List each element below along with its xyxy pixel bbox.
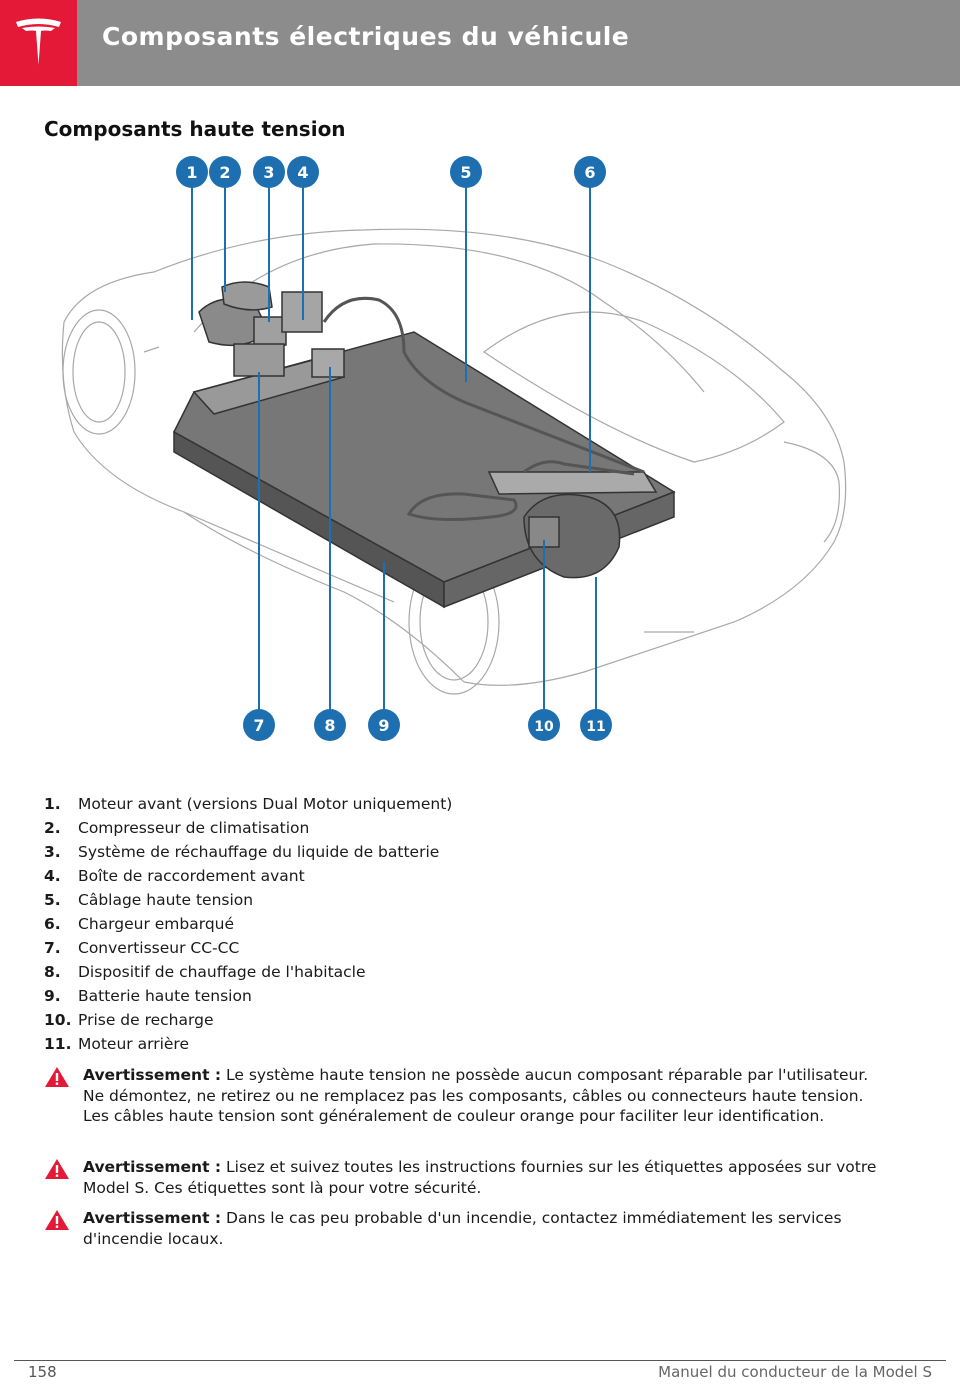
legend-item: 2. Compresseur de climatisation: [44, 818, 904, 842]
legend-item: 1. Moteur avant (versions Dual Motor uniq…: [44, 794, 904, 818]
legend-text: Chargeur embarqué: [78, 915, 235, 933]
high-voltage-components-diagram: 1 2 3 4 5 6 7 8: [61, 156, 847, 741]
section-title: Composants haute tension: [44, 117, 346, 141]
components: [173, 281, 676, 609]
warning-block: Avertissement : Le système haute tension…: [44, 1065, 884, 1127]
svg-text:11: 11: [586, 719, 605, 735]
legend-item: 7. Convertisseur CC-CC: [44, 938, 904, 962]
legend-item: 4. Boîte de raccordement avant: [44, 866, 904, 890]
svg-text:9: 9: [378, 716, 389, 735]
svg-text:7: 7: [253, 716, 264, 735]
legend-text: Dispositif de chauffage de l'habitacle: [78, 963, 366, 981]
legend-item: 5. Câblage haute tension: [44, 890, 904, 914]
legend-text: Moteur arrière: [78, 1035, 189, 1053]
footer-divider: [14, 1360, 946, 1361]
legend-text: Câblage haute tension: [78, 891, 254, 909]
svg-text:2: 2: [219, 163, 230, 182]
legend-number: 2.: [44, 819, 61, 837]
legend-number: 1.: [44, 795, 61, 813]
legend-item: 9. Batterie haute tension: [44, 986, 904, 1010]
legend-text: Batterie haute tension: [78, 987, 252, 1005]
callout-6: 6: [574, 156, 606, 188]
callout-11: 11: [580, 709, 612, 741]
warning-text: Lisez et suivez toutes les instructions …: [83, 1158, 877, 1197]
warning-body: Avertissement : Le système haute tension…: [83, 1065, 884, 1127]
legend-text: Compresseur de climatisation: [78, 819, 310, 837]
svg-text:1: 1: [186, 163, 197, 182]
legend-item: 8. Dispositif de chauffage de l'habitacle: [44, 962, 904, 986]
legend-number: 10.: [44, 1011, 72, 1029]
warning-body: Avertissement : Lisez et suivez toutes l…: [83, 1157, 884, 1198]
callout-5: 5: [450, 156, 482, 188]
callout-lines: [191, 186, 597, 710]
page-header-title: Composants électriques du véhicule: [102, 22, 630, 51]
svg-text:10: 10: [534, 719, 554, 735]
warning-label: Avertissement :: [83, 1066, 222, 1084]
legend-number: 6.: [44, 915, 61, 933]
warning-label: Avertissement :: [83, 1158, 222, 1176]
callout-markers: 1 2 3 4 5 6 7 8: [176, 156, 612, 741]
warning-triangle-icon: [45, 1159, 69, 1179]
page-number: 158: [28, 1363, 57, 1381]
legend-number: 3.: [44, 843, 61, 861]
legend-number: 7.: [44, 939, 61, 957]
callout-2: 2: [209, 156, 241, 188]
legend-text: Moteur avant (versions Dual Motor unique…: [78, 795, 453, 813]
legend-number: 8.: [44, 963, 61, 981]
warning-block: Avertissement : Lisez et suivez toutes l…: [44, 1157, 884, 1198]
car-outline: [61, 228, 847, 695]
hv-cabling: [322, 296, 645, 522]
legend-text: Boîte de raccordement avant: [78, 867, 305, 885]
legend-text: Convertisseur CC-CC: [78, 939, 240, 957]
legend-item: 6. Chargeur embarqué: [44, 914, 904, 938]
component-legend: 1. Moteur avant (versions Dual Motor uniq…: [44, 794, 904, 1058]
svg-text:6: 6: [584, 163, 595, 182]
callout-9: 9: [368, 709, 400, 741]
legend-number: 5.: [44, 891, 61, 909]
legend-item: 10. Prise de recharge: [44, 1010, 904, 1034]
page-header: Composants électriques du véhicule: [0, 0, 960, 86]
callout-4: 4: [287, 156, 319, 188]
legend-number: 11.: [44, 1035, 72, 1053]
legend-number: 4.: [44, 867, 61, 885]
warning-block: Avertissement : Dans le cas peu probable…: [44, 1208, 884, 1249]
warning-text: Le système haute tension ne possède aucu…: [83, 1066, 869, 1125]
callout-1: 1: [176, 156, 208, 188]
manual-name: Manuel du conducteur de la Model S: [658, 1363, 932, 1381]
legend-text: Système de réchauffage du liquide de bat…: [78, 843, 440, 861]
warning-label: Avertissement :: [83, 1209, 222, 1227]
callout-3: 3: [253, 156, 285, 188]
svg-text:5: 5: [460, 163, 471, 182]
svg-text:4: 4: [297, 163, 308, 182]
tesla-logo-icon: [0, 0, 77, 86]
legend-item: 11. Moteur arrière: [44, 1034, 904, 1058]
callout-8: 8: [314, 709, 346, 741]
legend-number: 9.: [44, 987, 61, 1005]
callout-7: 7: [243, 709, 275, 741]
warning-text: Dans le cas peu probable d'un incendie, …: [83, 1209, 842, 1248]
warning-body: Avertissement : Dans le cas peu probable…: [83, 1208, 884, 1249]
svg-text:3: 3: [263, 163, 274, 182]
svg-text:8: 8: [324, 716, 335, 735]
warning-triangle-icon: [45, 1067, 69, 1087]
legend-item: 3. Système de réchauffage du liquide de b…: [44, 842, 904, 866]
legend-text: Prise de recharge: [78, 1011, 214, 1029]
warning-triangle-icon: [45, 1210, 69, 1230]
callout-10: 10: [528, 709, 560, 741]
